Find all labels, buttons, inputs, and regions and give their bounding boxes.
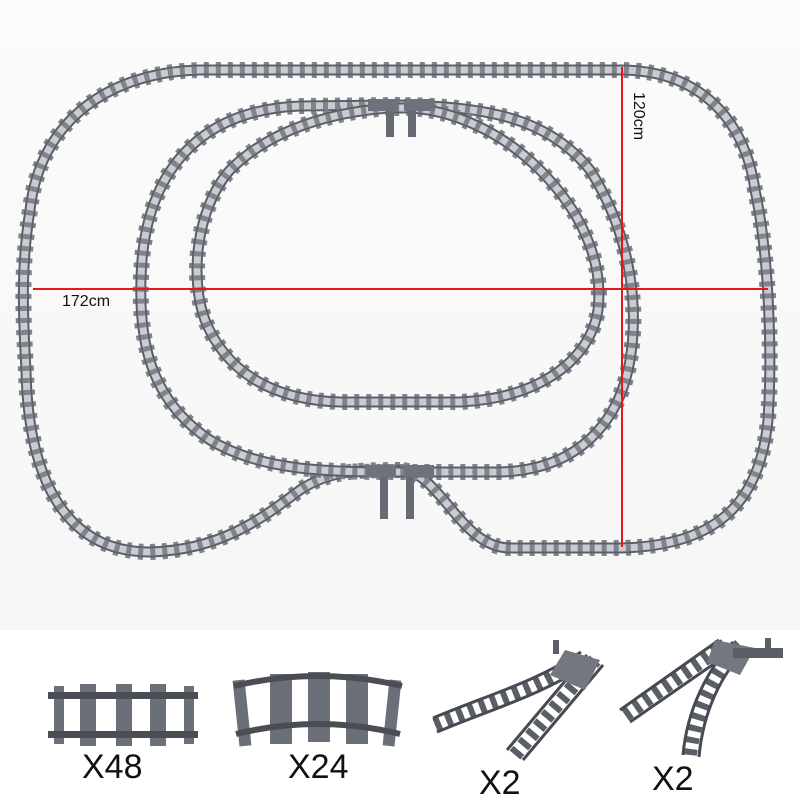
track-layout-diagram: [15, 62, 778, 561]
outer-loop-track: [15, 62, 778, 561]
right-switch-quantity: X2: [652, 760, 694, 798]
width-dimension-label: 172cm: [62, 293, 111, 310]
part-right-switch-track: X2: [615, 630, 800, 800]
inner-loop-track: [189, 100, 607, 410]
track-layout-panel: 172cm 120cm: [0, 0, 800, 630]
straight-track-quantity: X48: [82, 748, 143, 786]
left-switch-quantity: X2: [479, 764, 521, 802]
part-curved-track: X24: [230, 630, 410, 800]
part-left-switch-track: X2: [425, 630, 615, 800]
right-switch-track-icon: [619, 638, 783, 758]
part-straight-track: X48: [40, 630, 210, 800]
top-switch-junction: [368, 99, 434, 137]
parts-list: X48 X24: [0, 630, 800, 800]
height-dimension-label: 120cm: [630, 92, 647, 141]
curved-track-quantity: X24: [288, 748, 349, 786]
left-switch-track-icon: [432, 640, 605, 761]
bottom-switch-junction: [366, 465, 434, 519]
straight-track-icon: [48, 684, 198, 746]
curved-track-icon: [232, 672, 403, 747]
middle-loop-track: [132, 96, 642, 480]
